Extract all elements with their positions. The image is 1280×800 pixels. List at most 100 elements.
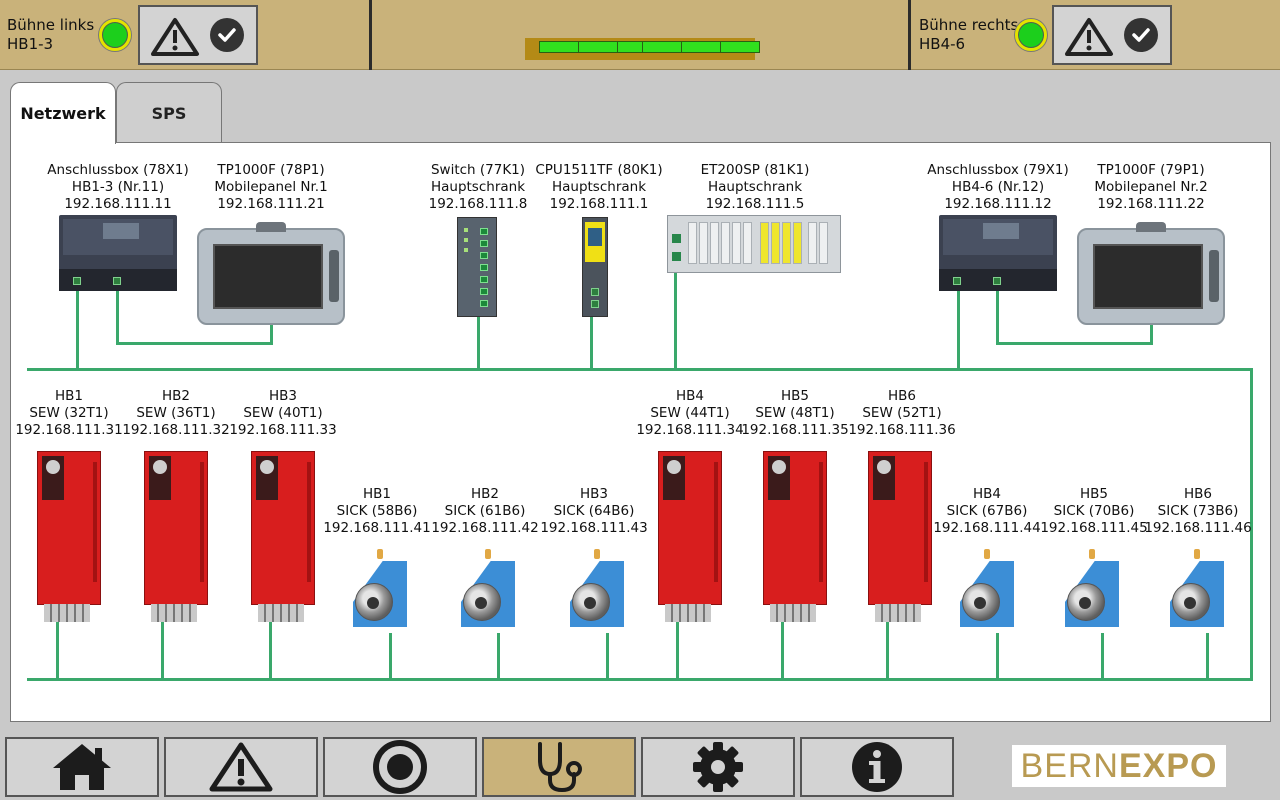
connection-status-indicator <box>525 38 760 60</box>
device-label-line: HB1 <box>54 388 84 404</box>
ethernet-port <box>953 277 961 285</box>
sick-encoder-hb6[interactable] <box>1164 547 1230 637</box>
mobilepanel-79p1[interactable] <box>1077 222 1225 325</box>
io-module <box>771 222 780 264</box>
drop-cpu <box>590 313 593 369</box>
led <box>464 248 468 252</box>
drive-terminals <box>151 604 197 622</box>
drop-drive-hb3 <box>269 603 272 679</box>
switch-77k1[interactable] <box>457 217 497 317</box>
io-module <box>793 222 802 264</box>
encoder-hub <box>584 597 596 609</box>
io-module <box>721 222 730 264</box>
nav-record-button[interactable] <box>323 737 477 797</box>
left-stage-acknowledge-button[interactable] <box>138 5 258 65</box>
nav-info-button[interactable] <box>800 737 954 797</box>
device-label-line: HB4-6 (Nr.12) <box>951 179 1045 195</box>
device-label-anschlussbox-78x1: Anschlussbox (78X1)HB1-3 (Nr.11)192.168.… <box>47 162 188 213</box>
sick-encoder-hb1[interactable] <box>347 547 413 637</box>
drop-et200sp <box>674 263 677 369</box>
io-module <box>699 222 708 264</box>
device-label-line: Hauptschrank <box>707 179 803 195</box>
header-divider <box>908 0 911 70</box>
encoder-plug <box>1194 549 1200 559</box>
cpu-80k1[interactable] <box>582 217 608 317</box>
device-label-line: Switch (77K1) <box>430 162 526 178</box>
mobilepanel-78p1[interactable] <box>197 222 345 325</box>
et200sp-81k1[interactable] <box>667 215 841 273</box>
drive-terminals <box>665 604 711 622</box>
drop-anschlussbox-1 <box>76 283 79 369</box>
drive-stripe <box>93 462 97 582</box>
sick-encoder-hb2[interactable] <box>455 547 521 637</box>
estop-icon <box>256 222 286 232</box>
drop-encoder-hb3 <box>606 633 609 679</box>
sew-drive-hb6[interactable] <box>868 451 932 622</box>
cpu-display <box>588 228 602 246</box>
nav-diagnostics-button[interactable] <box>482 737 636 797</box>
link-anschlussbox-panel-2 <box>996 342 1153 345</box>
nav-alarms-button[interactable] <box>164 737 318 797</box>
sick-encoder-hb3[interactable] <box>564 547 630 637</box>
drive-stripe <box>714 462 718 582</box>
link-anschlussbox-panel-2 <box>996 283 999 345</box>
ethernet-port <box>113 277 121 285</box>
anschlussbox-79x1[interactable] <box>939 215 1057 291</box>
nav-settings-button[interactable] <box>641 737 795 797</box>
ethernet-port <box>480 288 488 295</box>
link-anschlussbox-panel-1 <box>270 323 273 345</box>
encoder-plug <box>594 549 600 559</box>
io-module <box>743 222 752 264</box>
led <box>464 238 468 242</box>
ethernet-port <box>591 300 599 308</box>
sew-drive-hb5[interactable] <box>763 451 827 622</box>
segment-group-left <box>539 41 657 53</box>
sick-encoder-hb5[interactable] <box>1059 547 1125 637</box>
device-label-line: SICK (64B6) <box>553 503 635 519</box>
device-label-line: SEW (36T1) <box>136 405 216 421</box>
device-label-line: SICK (61B6) <box>444 503 526 519</box>
nav-home-button[interactable] <box>5 737 159 797</box>
sew-drive-hb3[interactable] <box>251 451 315 622</box>
device-label-line: 192.168.111.46 <box>1144 520 1252 536</box>
device-label-line: CPU1511TF (80K1) <box>535 162 663 178</box>
anschlussbox-78x1[interactable] <box>59 215 177 291</box>
sew-drive-hb4[interactable] <box>658 451 722 622</box>
drive-knob <box>153 460 167 474</box>
ethernet-port <box>480 252 488 259</box>
encoder-hub <box>475 597 487 609</box>
sew-drive-hb1[interactable] <box>37 451 101 622</box>
device-label-line: 192.168.111.5 <box>705 196 805 212</box>
device-label-line: TP1000F (78P1) <box>217 162 325 178</box>
device-label-line: SEW (32T1) <box>29 405 109 421</box>
sick-encoder-hb4[interactable] <box>954 547 1020 637</box>
drop-encoder-hb1 <box>389 633 392 679</box>
device-label-line: 192.168.111.12 <box>944 196 1052 212</box>
drive-stripe <box>819 462 823 582</box>
encoder-hub <box>1184 597 1196 609</box>
sew-drive-hb2[interactable] <box>144 451 208 622</box>
device-label-line: Mobilepanel Nr.1 <box>214 179 328 195</box>
tab-sps[interactable]: SPS <box>116 82 222 144</box>
io-module <box>782 222 791 264</box>
tab-netzwerk[interactable]: Netzwerk <box>10 82 116 144</box>
device-label-line: 192.168.111.44 <box>933 520 1041 536</box>
right-stage-acknowledge-button[interactable] <box>1052 5 1172 65</box>
device-label-line: HB6 <box>1183 486 1213 502</box>
device-label-line: 192.168.111.36 <box>848 422 956 438</box>
network-diagram-panel: Anschlussbox (78X1)HB1-3 (Nr.11)192.168.… <box>10 142 1271 722</box>
device-label-line: HB6 <box>887 388 917 404</box>
record-icon <box>373 740 427 794</box>
ethernet-port <box>480 228 488 235</box>
stethoscope-icon <box>538 742 582 793</box>
io-module <box>760 222 769 264</box>
drive-knob <box>46 460 60 474</box>
drive-terminals <box>875 604 921 622</box>
